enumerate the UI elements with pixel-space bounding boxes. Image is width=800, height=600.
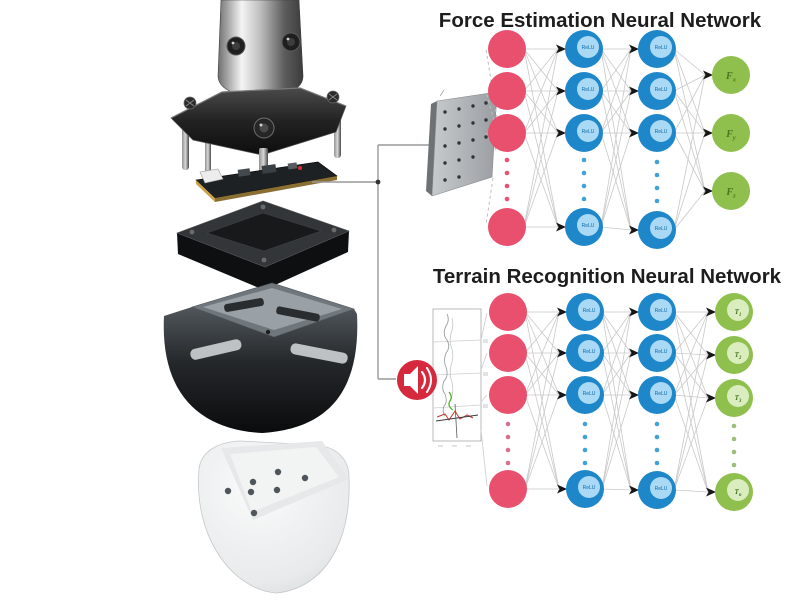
ellipsis-dots [731, 423, 737, 468]
robot-foot-assembly [163, 0, 358, 594]
force-output-layer: Fx Fy Fz [712, 56, 750, 210]
ellipsis-dots [654, 421, 660, 466]
terrain-output-layer: T1 T2 T3 Tn [715, 293, 753, 511]
plate-screw-icon [326, 90, 340, 104]
speaker-audio-icon [397, 360, 437, 400]
tube-screw-icon [226, 36, 246, 56]
sole-sensor-dots [224, 468, 309, 517]
svg-text:ReLU: ReLU [582, 45, 595, 51]
mounting-plate [170, 87, 347, 190]
svg-text:ReLU: ReLU [655, 486, 668, 492]
force-input-layer [488, 30, 526, 246]
svg-text:ReLU: ReLU [582, 129, 595, 135]
taxel-dots [443, 101, 488, 182]
svg-text:Fx: Fx [725, 71, 737, 84]
svg-text:ReLU: ReLU [655, 87, 668, 93]
force-hidden-layer-2: ReLU ReLU ReLU ReLU [638, 30, 676, 249]
plate-screw-icon [183, 96, 197, 110]
svg-text:Fz: Fz [725, 187, 736, 200]
sensor-pcb [195, 161, 338, 202]
pcb-led [298, 166, 302, 170]
plate-screw-icon [253, 117, 275, 139]
terrain-hidden-layer-2: ReLU ReLU ReLU ReLU [638, 293, 676, 509]
ellipsis-dots [581, 157, 587, 202]
foot-slot [190, 339, 242, 360]
svg-text:ReLU: ReLU [582, 87, 595, 93]
connector-bracket [312, 144, 430, 380]
force-hidden-layer-1: ReLU ReLU ReLU ReLU [565, 30, 603, 246]
svg-text:ReLU: ReLU [655, 391, 668, 397]
chart-to-input-links [480, 312, 488, 487]
svg-text:ReLU: ReLU [582, 223, 595, 229]
svg-text:ReLU: ReLU [583, 349, 596, 355]
svg-text:T2: T2 [735, 351, 742, 361]
force-network-title: Force Estimation Neural Network [439, 9, 762, 32]
terrain-input-layer [489, 293, 527, 508]
tube-screw-icon [281, 32, 301, 52]
svg-text:ReLU: ReLU [583, 485, 596, 491]
foot-shell [163, 282, 358, 433]
ellipsis-dots [505, 421, 511, 466]
leg-tube [217, 0, 304, 98]
terrain-network-title: Terrain Recognition Neural Network [433, 265, 782, 288]
tactile-array-plate [426, 81, 501, 197]
vibration-signal-chart [432, 308, 488, 447]
pcb-connector [199, 168, 224, 184]
foot-slot [290, 343, 348, 364]
svg-text:ReLU: ReLU [655, 308, 668, 314]
svg-text:ReLU: ReLU [655, 349, 668, 355]
svg-text:ReLU: ReLU [583, 391, 596, 397]
svg-text:T1: T1 [735, 308, 742, 318]
terrain-hidden-layer-1: ReLU ReLU ReLU ReLU [566, 293, 604, 508]
network-connections [523, 44, 716, 497]
svg-text:ReLU: ReLU [583, 308, 596, 314]
svg-text:ReLU: ReLU [655, 45, 668, 51]
ellipsis-dots [654, 159, 660, 204]
svg-text:Fy: Fy [725, 129, 736, 142]
svg-text:ReLU: ReLU [655, 129, 668, 135]
ellipsis-dots [582, 421, 588, 466]
svg-text:ReLU: ReLU [655, 226, 668, 232]
svg-text:T3: T3 [735, 394, 742, 404]
housing-frame [176, 200, 350, 290]
foot-sole [198, 440, 350, 594]
standoff-leg [205, 134, 211, 178]
ellipsis-dots [504, 157, 510, 202]
svg-text:Tn: Tn [734, 488, 741, 498]
